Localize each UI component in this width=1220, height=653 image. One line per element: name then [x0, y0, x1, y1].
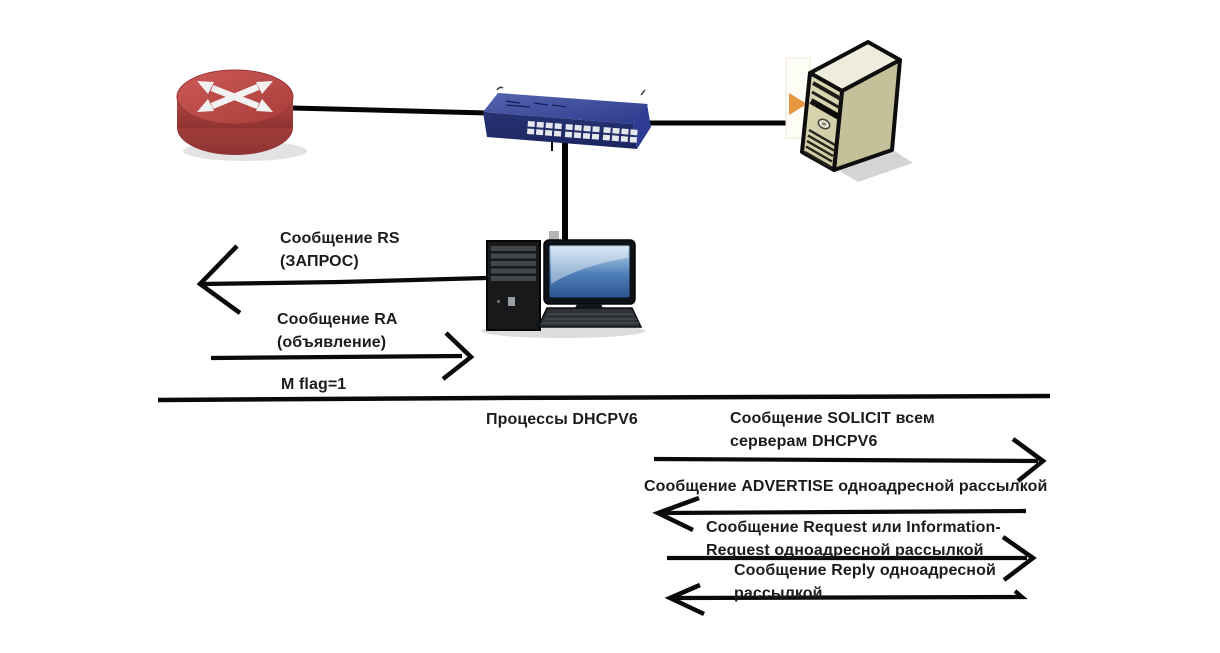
arrow-advertise-left: [652, 495, 1027, 533]
label-ra-line1: Сообщение RA: [277, 311, 398, 328]
label-ra-line2: (объявление): [277, 334, 387, 351]
label-request-line2: Request одноадресной рассылкой: [706, 542, 984, 559]
link-router-switch: [291, 105, 488, 116]
arrow-request-right: [667, 535, 1037, 582]
desktop-pc-icon: [481, 231, 645, 338]
label-solicit-line1: Сообщение SOLICIT всем: [730, 410, 935, 427]
arrow-reply-left: [664, 582, 1028, 617]
label-rs-line1: Сообщение RS: [280, 230, 400, 247]
router-icon: [176, 69, 307, 161]
label-advertise-message: Сообщение ADVERTISE одноадресной рассылк…: [644, 478, 1048, 495]
label-solicit-line2: серверам DHCPV6: [730, 433, 878, 450]
orange-arrow-icon: [789, 93, 807, 115]
arrow-ra-right: [210, 331, 475, 381]
label-ra-message: Сообщение RA (объявление): [277, 308, 398, 354]
label-reply-message: Сообщение Reply одноадресной рассылкой: [734, 559, 996, 605]
label-reply-line2: рассылкой: [734, 585, 823, 602]
label-m-flag: M flag=1: [281, 376, 347, 393]
server-tower-icon: [785, 40, 913, 182]
label-rs-message: Сообщение RS (ЗАПРОС): [280, 227, 400, 273]
arrow-solicit-right: [653, 437, 1047, 483]
label-solicit-message: Сообщение SOLICIT всем серверам DHCPV6: [730, 407, 935, 453]
label-request-message: Сообщение Request или Information- Reque…: [706, 516, 1001, 562]
label-reply-line1: Сообщение Reply одноадресной: [734, 562, 996, 579]
arrow-rs-left: [196, 244, 487, 315]
router-arrows-icon: [197, 81, 273, 112]
label-rs-line2: (ЗАПРОС): [280, 253, 359, 270]
label-request-line1: Сообщение Request или Information-: [706, 519, 1001, 536]
server-front-details: [804, 81, 842, 169]
label-dhcpv6-processes: Процессы DHCPV6: [486, 411, 638, 428]
phase-separator-line: [157, 393, 1051, 403]
switch-icon: [483, 86, 651, 149]
switch-label-marks: [505, 100, 567, 108]
switch-ports: [526, 121, 638, 143]
